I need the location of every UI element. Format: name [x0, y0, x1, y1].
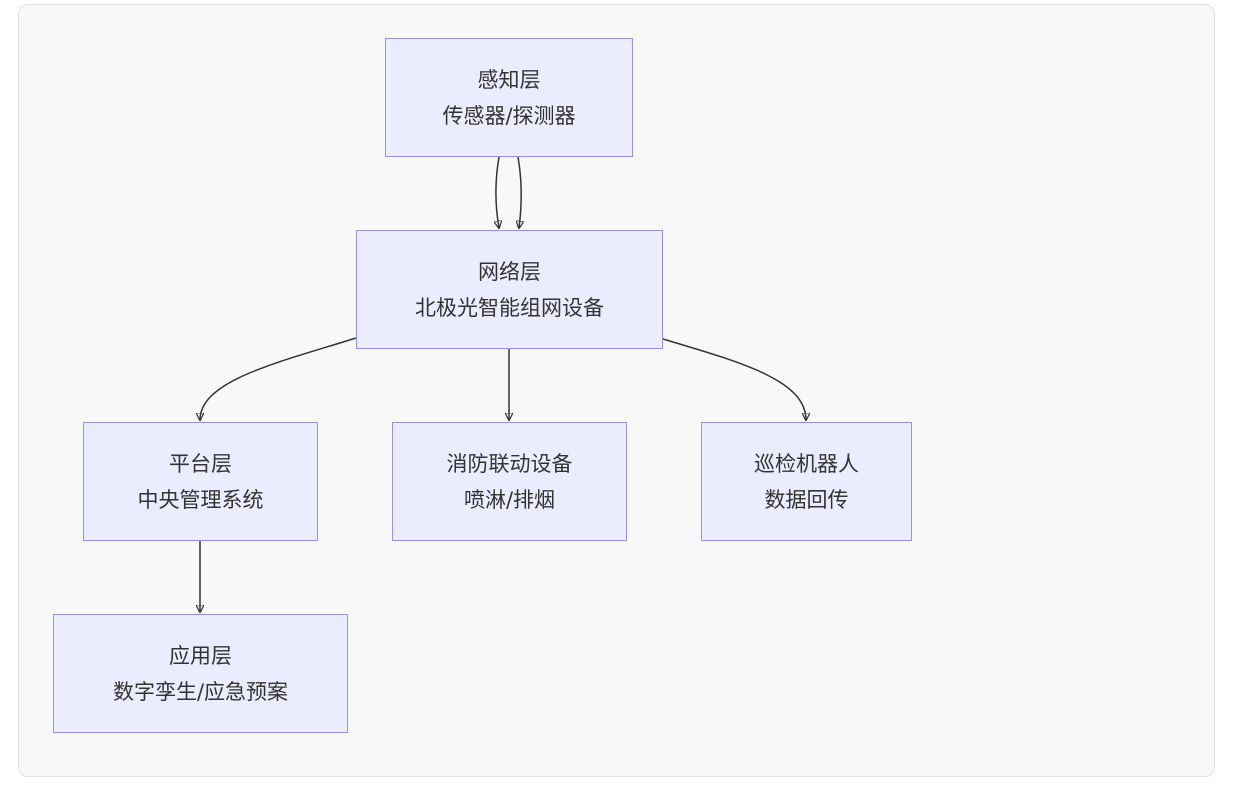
node-application-subtitle: 数字孪生/应急预案 — [112, 679, 289, 704]
node-robot-subtitle: 数据回传 — [764, 487, 849, 512]
node-inspection-robot[interactable]: 巡检机器人 数据回传 — [701, 422, 912, 541]
node-perception-layer[interactable]: 感知层 传感器/探测器 — [385, 38, 633, 157]
node-application-layer[interactable]: 应用层 数字孪生/应急预案 — [53, 614, 348, 733]
node-network-layer[interactable]: 网络层 北极光智能组网设备 — [356, 230, 663, 349]
node-perception-title: 感知层 — [477, 67, 541, 92]
node-robot-title: 巡检机器人 — [754, 451, 859, 476]
node-platform-title: 平台层 — [169, 451, 232, 476]
node-network-subtitle: 北极光智能组网设备 — [415, 295, 604, 320]
node-perception-subtitle: 传感器/探测器 — [442, 103, 576, 128]
node-firefighting-devices[interactable]: 消防联动设备 喷淋/排烟 — [392, 422, 627, 541]
node-platform-subtitle: 中央管理系统 — [137, 487, 264, 512]
node-application-title: 应用层 — [169, 643, 232, 668]
node-platform-layer[interactable]: 平台层 中央管理系统 — [83, 422, 318, 541]
node-firefighting-title: 消防联动设备 — [446, 451, 573, 476]
node-network-title: 网络层 — [478, 259, 541, 284]
node-firefighting-subtitle: 喷淋/排烟 — [463, 487, 556, 512]
